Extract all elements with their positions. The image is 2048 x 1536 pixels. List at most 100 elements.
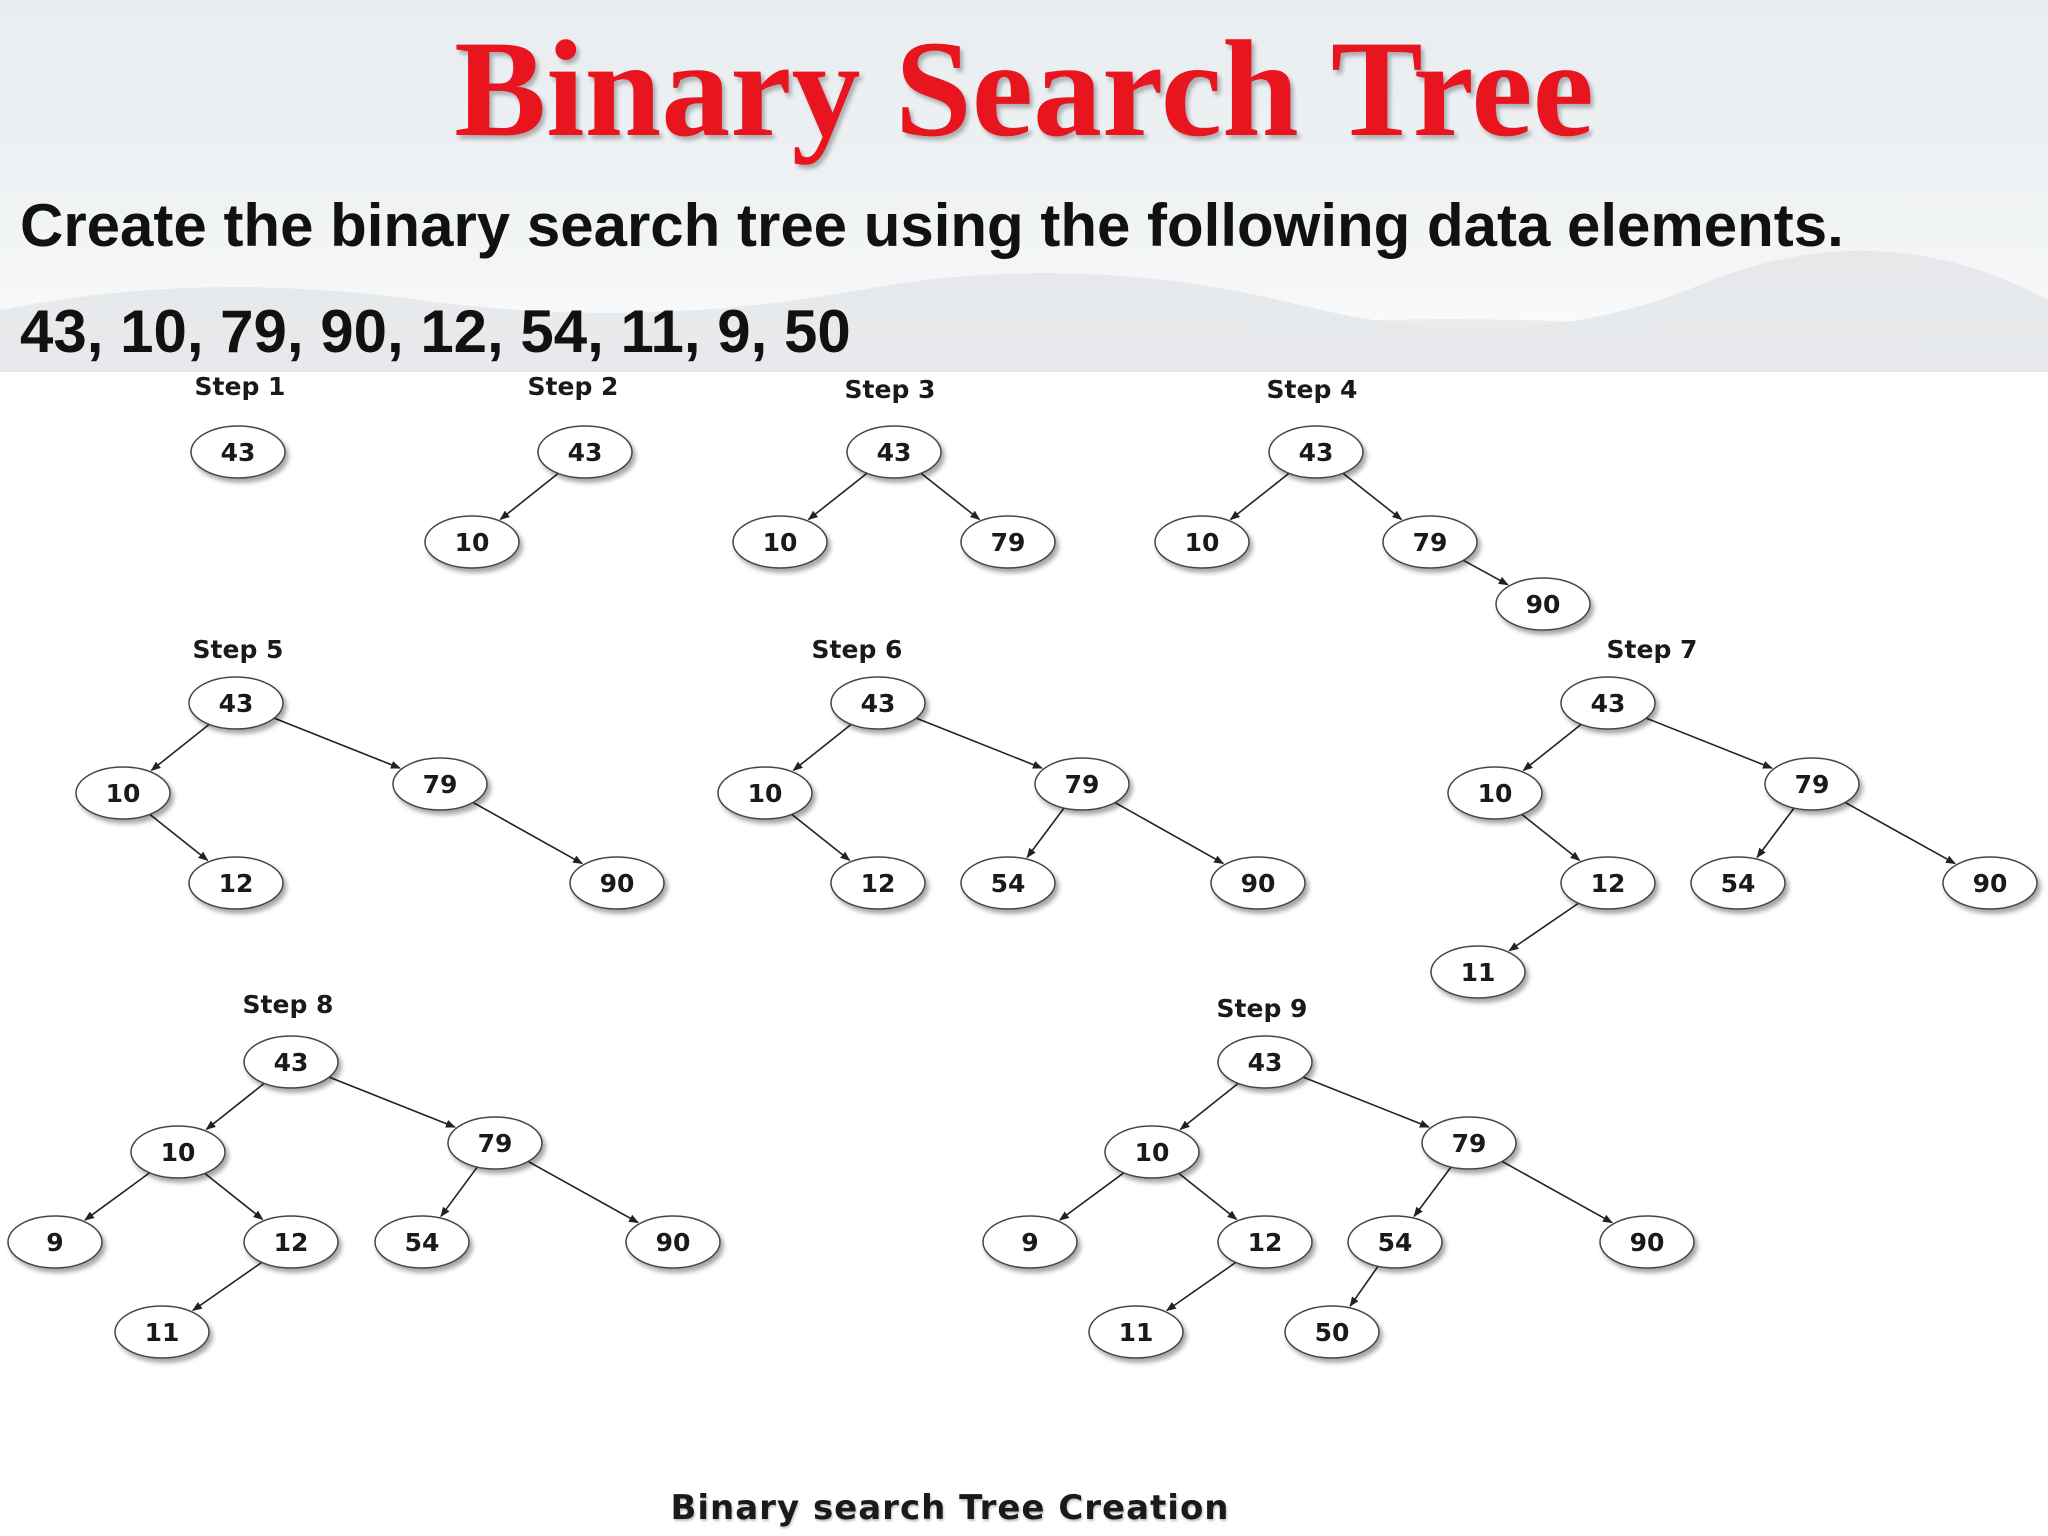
node-circle	[569, 856, 665, 910]
tree-node-79: 79	[1034, 757, 1130, 811]
node-circle	[392, 757, 488, 811]
tree-node-9: 9	[7, 1215, 103, 1269]
node-circle	[1942, 856, 2038, 910]
tree-node-11: 11	[1088, 1305, 1184, 1359]
tree-node-43: 43	[846, 425, 942, 479]
node-circle	[1217, 1035, 1313, 1089]
node-value: 10	[763, 528, 798, 557]
node-circle	[1421, 1116, 1517, 1170]
step-3-label: Step 3	[845, 375, 936, 404]
node-circle	[243, 1035, 339, 1089]
node-value: 12	[219, 869, 254, 898]
data-elements-sequence: 43, 10, 79, 90, 12, 54, 11, 9, 50	[20, 298, 851, 365]
node-circle	[1217, 1215, 1313, 1269]
tree-node-79: 79	[447, 1116, 543, 1170]
edge-12-to-11	[192, 1261, 263, 1312]
edge-43-to-10	[205, 1082, 265, 1131]
edge-79-to-54	[1026, 807, 1065, 859]
node-value: 79	[423, 770, 458, 799]
node-circle	[732, 515, 828, 569]
step-5-label: Step 5	[193, 635, 284, 664]
node-circle	[830, 676, 926, 730]
tree-node-79: 79	[392, 757, 488, 811]
node-circle	[1104, 1125, 1200, 1179]
edge-10-to-12	[204, 1172, 264, 1221]
node-value: 50	[1315, 1318, 1350, 1347]
tree-node-10: 10	[1447, 766, 1543, 820]
tree-node-54: 54	[960, 856, 1056, 910]
tree-node-90: 90	[625, 1215, 721, 1269]
step-1-tree: Step 143	[190, 372, 286, 479]
node-circle	[1268, 425, 1364, 479]
edge-43-to-10	[1229, 472, 1290, 521]
node-circle	[717, 766, 813, 820]
node-value: 43	[1591, 689, 1626, 718]
node-circle	[1690, 856, 1786, 910]
tree-node-10: 10	[75, 766, 171, 820]
node-circle	[1599, 1215, 1695, 1269]
node-circle	[1154, 515, 1250, 569]
edge-79-to-90	[527, 1160, 639, 1224]
node-value: 79	[991, 528, 1026, 557]
node-value: 54	[991, 869, 1026, 898]
edge-43-to-10	[807, 472, 868, 521]
node-circle	[960, 856, 1056, 910]
node-circle	[1210, 856, 1306, 910]
node-value: 79	[1413, 528, 1448, 557]
edge-79-to-90	[1462, 559, 1509, 586]
tree-node-54: 54	[1690, 856, 1786, 910]
node-value: 10	[1478, 779, 1513, 808]
tree-node-43: 43	[537, 425, 633, 479]
node-value: 79	[1795, 770, 1830, 799]
tree-node-79: 79	[1421, 1116, 1517, 1170]
edge-12-to-11	[1166, 1261, 1237, 1312]
node-value: 54	[1721, 869, 1756, 898]
page-title: Binary Search Tree	[454, 12, 1594, 165]
node-circle	[625, 1215, 721, 1269]
node-circle	[130, 1125, 226, 1179]
step-1-label: Step 1	[195, 372, 286, 401]
node-circle	[7, 1215, 103, 1269]
node-value: 10	[455, 528, 490, 557]
tree-node-10: 10	[1154, 515, 1250, 569]
step-2-label: Step 2	[528, 372, 619, 401]
edge-43-to-10	[499, 472, 559, 521]
node-circle	[830, 856, 926, 910]
edge-79-to-90	[1844, 801, 1956, 865]
node-circle	[846, 425, 942, 479]
node-value: 90	[656, 1228, 691, 1257]
node-value: 90	[1973, 869, 2008, 898]
edge-79-to-90	[1501, 1160, 1613, 1224]
edge-43-to-79	[915, 717, 1043, 769]
node-value: 10	[106, 779, 141, 808]
node-circle	[1430, 945, 1526, 999]
step-8-label: Step 8	[243, 990, 334, 1019]
tree-node-43: 43	[830, 676, 926, 730]
edge-10-to-9	[84, 1172, 151, 1221]
edge-43-to-79	[1645, 717, 1773, 769]
node-circle	[1764, 757, 1860, 811]
node-circle	[374, 1215, 470, 1269]
tree-node-90: 90	[1599, 1215, 1695, 1269]
step-6-label: Step 6	[812, 635, 903, 664]
node-value: 12	[1248, 1228, 1283, 1257]
tree-node-10: 10	[1104, 1125, 1200, 1179]
node-circle	[1347, 1215, 1443, 1269]
tree-node-90: 90	[1495, 577, 1591, 631]
tree-node-54: 54	[374, 1215, 470, 1269]
node-value: 90	[1241, 869, 1276, 898]
tree-node-12: 12	[1217, 1215, 1313, 1269]
node-circle	[982, 1215, 1078, 1269]
node-circle	[75, 766, 171, 820]
node-value: 90	[1630, 1228, 1665, 1257]
edge-43-to-79	[1302, 1076, 1430, 1128]
step-3-tree: Step 3 43 10 79	[732, 375, 1056, 569]
node-value: 79	[478, 1129, 513, 1158]
tree-node-79: 79	[960, 515, 1056, 569]
step-7-label: Step 7	[1607, 635, 1698, 664]
tree-node-90: 90	[1210, 856, 1306, 910]
